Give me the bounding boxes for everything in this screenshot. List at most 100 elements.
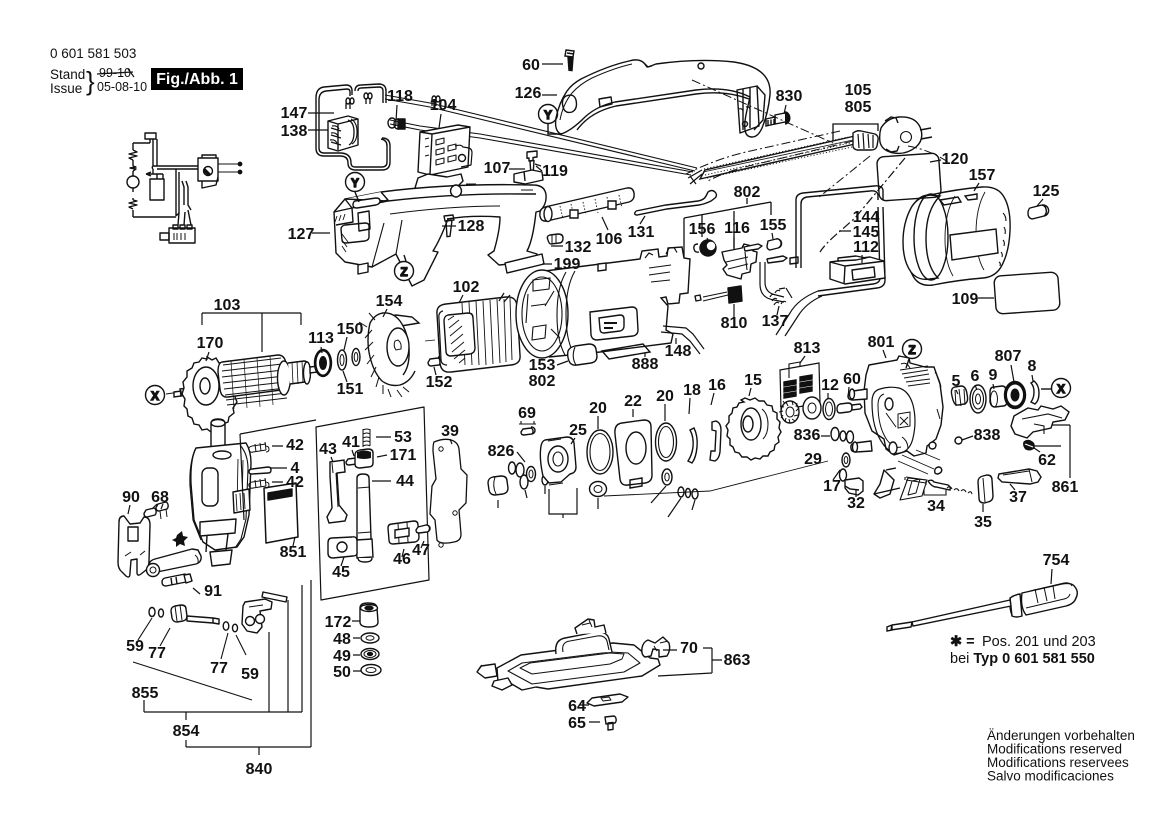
svg-text:152: 152: [426, 374, 453, 391]
svg-text:801: 801: [868, 334, 895, 351]
svg-text:9: 9: [989, 367, 998, 384]
svg-text:125: 125: [1033, 183, 1060, 200]
svg-text:137: 137: [762, 313, 789, 330]
svg-text:Änderungen vorbehalten: Änderungen vorbehalten: [987, 728, 1135, 743]
svg-text:47: 47: [412, 542, 430, 559]
svg-text:151: 151: [337, 381, 364, 398]
svg-text:6: 6: [971, 368, 980, 385]
svg-text:60: 60: [522, 57, 540, 74]
svg-text:810: 810: [721, 315, 748, 332]
svg-text:107: 107: [484, 160, 511, 177]
svg-text:X: X: [151, 389, 159, 403]
svg-text:53: 53: [394, 429, 412, 446]
svg-text:156: 156: [689, 221, 716, 238]
svg-text:64: 64: [568, 698, 586, 715]
svg-text:826: 826: [488, 443, 515, 460]
svg-text:807: 807: [995, 348, 1022, 365]
svg-text:127: 127: [288, 226, 315, 243]
svg-text:Y: Y: [544, 108, 552, 122]
svg-text:39: 39: [441, 423, 459, 440]
svg-text:147: 147: [281, 105, 308, 122]
svg-text:112: 112: [853, 239, 879, 256]
svg-text:836: 836: [794, 427, 821, 444]
svg-text:170: 170: [197, 335, 224, 352]
svg-text:60: 60: [843, 371, 861, 388]
svg-text:138: 138: [281, 123, 308, 140]
svg-text:Y: Y: [351, 176, 359, 190]
svg-text:861: 861: [1052, 479, 1079, 496]
svg-text:25: 25: [569, 422, 587, 439]
svg-text:48: 48: [333, 631, 351, 648]
svg-text:Pos. 201 und 203: Pos. 201 und 203: [982, 634, 1096, 650]
svg-text:43: 43: [319, 441, 337, 458]
svg-text:37: 37: [1009, 489, 1027, 506]
svg-text:45: 45: [332, 564, 350, 581]
svg-text:50: 50: [333, 664, 351, 681]
svg-text:888: 888: [632, 356, 659, 373]
svg-text:5: 5: [952, 373, 961, 390]
svg-text:145: 145: [853, 224, 880, 241]
svg-text:42: 42: [286, 437, 304, 454]
svg-text:855: 855: [132, 685, 159, 702]
svg-text:16: 16: [708, 377, 726, 394]
svg-text:X: X: [1057, 382, 1065, 396]
svg-text:bei Typ 0 601 581 550: bei Typ 0 601 581 550: [950, 651, 1095, 667]
svg-text:131: 131: [628, 224, 655, 241]
svg-text:104: 104: [430, 97, 457, 114]
svg-text:113: 113: [308, 330, 334, 347]
svg-text:813: 813: [794, 340, 821, 357]
svg-text:17: 17: [823, 478, 841, 495]
svg-text:805: 805: [845, 99, 872, 116]
svg-text:840: 840: [246, 761, 273, 778]
svg-text:144: 144: [853, 209, 880, 226]
svg-text:155: 155: [760, 217, 787, 234]
svg-text:171: 171: [390, 447, 417, 464]
svg-text:120: 120: [942, 151, 969, 168]
svg-text:22: 22: [624, 393, 642, 410]
svg-text:29: 29: [804, 451, 822, 468]
svg-text:Modifications reserved: Modifications reserved: [987, 742, 1122, 757]
svg-text:172: 172: [325, 614, 352, 631]
svg-text:838: 838: [974, 427, 1001, 444]
svg-text:802: 802: [734, 184, 761, 201]
svg-text:65: 65: [568, 715, 586, 732]
svg-text:148: 148: [665, 343, 692, 360]
svg-text:62: 62: [1038, 452, 1056, 469]
svg-text:12: 12: [821, 377, 839, 394]
svg-text:77: 77: [148, 645, 166, 662]
svg-text:42: 42: [286, 474, 304, 491]
svg-text:830: 830: [776, 88, 803, 105]
svg-text:116: 116: [724, 220, 750, 237]
svg-text:20: 20: [656, 388, 674, 405]
svg-text:153: 153: [529, 357, 556, 374]
svg-text:Fig./Abb. 1: Fig./Abb. 1: [156, 71, 238, 88]
svg-text:70: 70: [680, 640, 698, 657]
svg-text:754: 754: [1043, 552, 1070, 569]
svg-text:119: 119: [542, 163, 568, 180]
svg-text:109: 109: [952, 291, 979, 308]
svg-text:41: 41: [342, 434, 360, 451]
svg-text:0 601 581 503: 0 601 581 503: [50, 46, 136, 61]
svg-text:34: 34: [927, 498, 945, 515]
svg-text:59: 59: [126, 638, 144, 655]
svg-text:150: 150: [337, 321, 364, 338]
svg-text:118: 118: [387, 88, 413, 105]
svg-text:102: 102: [453, 279, 480, 296]
svg-text:8: 8: [1028, 358, 1037, 375]
svg-text:18: 18: [683, 382, 701, 399]
svg-text:59: 59: [241, 666, 259, 683]
svg-text:154: 154: [376, 293, 403, 310]
svg-text:32: 32: [847, 495, 865, 512]
svg-text:69: 69: [518, 405, 536, 422]
svg-text:}: }: [86, 66, 95, 96]
svg-text:68: 68: [151, 489, 169, 506]
svg-text:77: 77: [210, 660, 228, 677]
svg-text:851: 851: [280, 544, 307, 561]
svg-text:802: 802: [529, 373, 556, 390]
svg-text:128: 128: [458, 218, 485, 235]
svg-text:35: 35: [974, 514, 992, 531]
svg-text:90: 90: [122, 489, 140, 506]
svg-text:854: 854: [173, 723, 200, 740]
svg-text:Stand: Stand: [50, 67, 85, 82]
svg-text:✱ =: ✱ =: [950, 634, 975, 650]
